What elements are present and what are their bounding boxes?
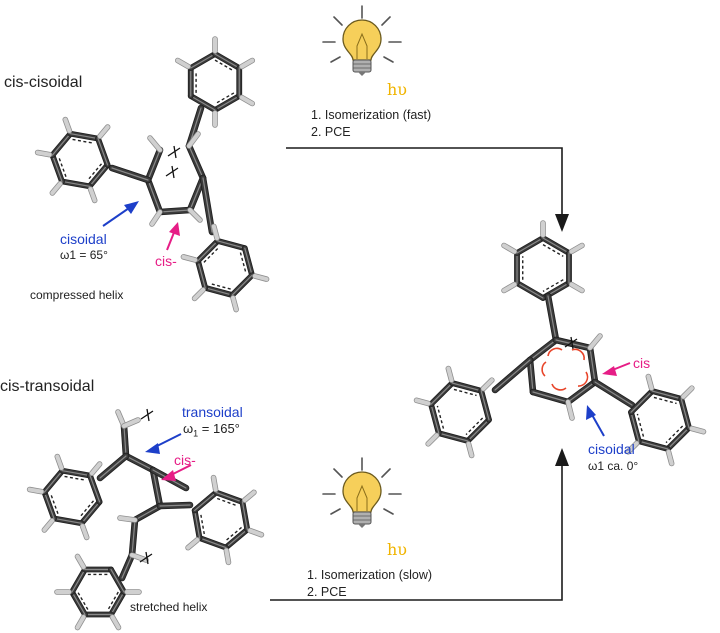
cisoidal-pointer-arrow xyxy=(102,201,139,227)
cisoidal-label: cisoidal xyxy=(588,441,635,457)
condition-step: 2. PCE xyxy=(307,584,347,599)
interaction-arc xyxy=(571,348,585,361)
interaction-arc xyxy=(547,347,563,357)
cis-label: cis- xyxy=(155,253,177,269)
conformer-title: cis-cisoidal xyxy=(4,74,83,91)
cisoidal-label: cisoidal xyxy=(60,231,107,247)
condition-step: 1. Isomerization (fast) xyxy=(311,108,432,122)
transoidal-label: transoidal xyxy=(182,404,243,420)
dihedral-angle-label: ω1 = 165° xyxy=(183,421,240,439)
helix-caption: stretched helix xyxy=(130,600,208,614)
cis-pointer-arrow xyxy=(166,222,180,251)
transoidal-pointer-arrow xyxy=(145,433,182,454)
condition-step: 1. Isomerization (slow) xyxy=(307,568,433,582)
interaction-arc xyxy=(541,361,547,377)
molecule-drawings xyxy=(26,36,707,631)
dihedral-angle-label: ω1 = 65° xyxy=(60,248,108,262)
light-bulb-icon xyxy=(322,5,402,76)
reaction-conditions: 1. Isomerization (slow) 2. PCE xyxy=(307,567,432,601)
hv-label: hυ xyxy=(387,540,408,559)
interaction-arc xyxy=(551,383,567,391)
product-molecule xyxy=(413,220,707,467)
reaction-conditions: 1. Isomerization (fast) 2. PCE xyxy=(311,107,431,141)
reaction-arrow-top xyxy=(286,147,569,232)
conformer-title: cis-transoidal xyxy=(0,378,95,395)
cis-transoidal-molecule xyxy=(26,408,265,631)
helix-caption: compressed helix xyxy=(30,288,124,302)
cis-label: cis- xyxy=(174,452,196,468)
reaction-arrow-bottom xyxy=(270,448,569,601)
cis-pointer-arrow xyxy=(602,362,631,376)
cis-cisoidal-molecule xyxy=(34,36,270,313)
condition-step: 2. PCE xyxy=(311,124,351,139)
interaction-arc xyxy=(577,371,589,387)
hv-label: hυ xyxy=(387,80,408,99)
cisoidal-pointer-arrow xyxy=(586,405,605,437)
dihedral-angle-label: ω1 ca. 0° xyxy=(588,459,639,473)
cis-label: cis xyxy=(633,355,651,371)
light-bulb-icon xyxy=(322,457,402,528)
cis-pointer-arrow xyxy=(161,464,192,481)
